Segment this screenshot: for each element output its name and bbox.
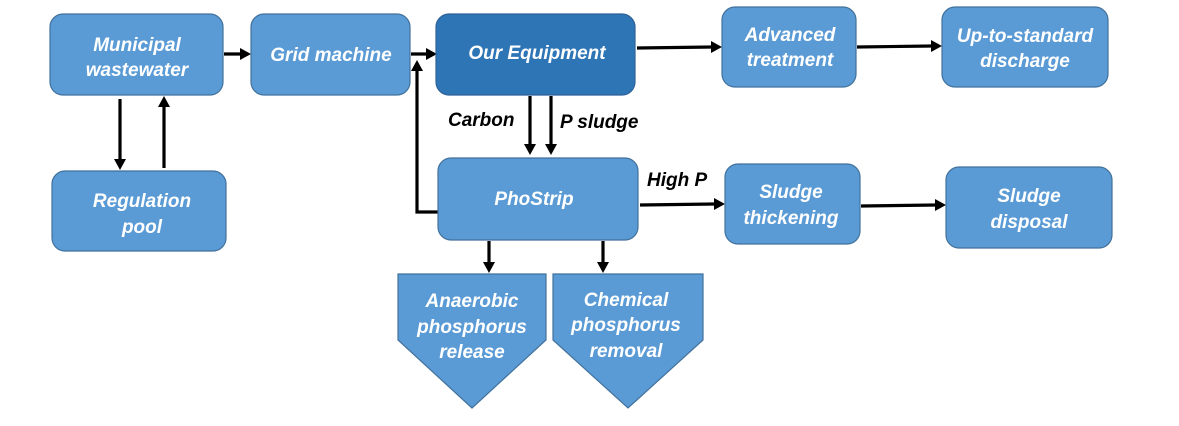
arrow-phostrip-to-chemical [597, 241, 609, 273]
edge-label-p-sludge: P sludge [560, 112, 639, 133]
node-advanced-treatment: Advanced treatment [721, 6, 857, 88]
arrow-phostrip-to-equipment [411, 60, 438, 214]
node-label-line: PhoStrip [494, 189, 573, 210]
edge-label-carbon: Carbon [448, 110, 515, 131]
arrow-regulation-to-municipal [158, 96, 170, 168]
node-our-equipment: Our Equipment [435, 13, 636, 96]
node-label-line: Chemical [584, 290, 669, 311]
node-label-line: removal [590, 341, 664, 362]
node-regulation-pool: Regulation pool [51, 170, 227, 252]
node-label-line: thickening [743, 208, 838, 229]
node-sludge-disposal: Sludge disposal [945, 166, 1113, 249]
arrow-carbon [524, 96, 536, 155]
node-label-line: release [439, 342, 505, 363]
arrow-high-p [639, 198, 725, 210]
arrow-grid-to-equipment [411, 48, 437, 60]
arrow-phostrip-to-anaerobic [483, 241, 495, 273]
node-label-line: Municipal [93, 35, 181, 56]
node-label-line: Anaerobic [425, 291, 519, 312]
node-label-line: phosphorus [570, 315, 681, 336]
arrow-equipment-to-advanced [636, 41, 722, 53]
node-label-line: Grid machine [270, 45, 392, 66]
edge-label-high-p: High P [647, 170, 707, 191]
arrow-p-sludge [545, 96, 557, 155]
node-label-line: treatment [747, 50, 834, 71]
node-label-line: Sludge [997, 186, 1061, 207]
node-label-line: Sludge [759, 182, 823, 203]
arrow-municipal-to-regulation [114, 99, 126, 170]
node-chemical-phosphorus-removal: Chemical phosphorus removal [552, 273, 704, 409]
node-label-line: phosphorus [416, 317, 527, 338]
node-grid-machine: Grid machine [250, 13, 411, 96]
node-label-line: wastewater [86, 60, 190, 81]
node-sludge-thickening: Sludge thickening [724, 163, 861, 245]
edges [114, 40, 946, 273]
node-label-line: discharge [980, 51, 1070, 72]
arrow-municipal-to-grid [224, 48, 251, 60]
node-label-line: disposal [990, 212, 1068, 233]
node-label-line: pool [121, 217, 163, 238]
node-label-line: Regulation [93, 191, 191, 212]
arrow-advanced-to-discharge [856, 40, 942, 52]
node-label-line: Up-to-standard [957, 26, 1094, 47]
node-phostrip: PhoStrip [437, 157, 639, 241]
node-up-to-standard-discharge: Up-to-standard discharge [941, 6, 1109, 88]
node-label-line: Advanced [744, 25, 836, 46]
node-label-line: Our Equipment [468, 43, 606, 64]
arrow-thickening-to-disposal [860, 199, 946, 211]
node-municipal-wastewater: Municipal wastewater [49, 13, 224, 96]
node-anaerobic-phosphorus-release: Anaerobic phosphorus release [397, 273, 547, 409]
